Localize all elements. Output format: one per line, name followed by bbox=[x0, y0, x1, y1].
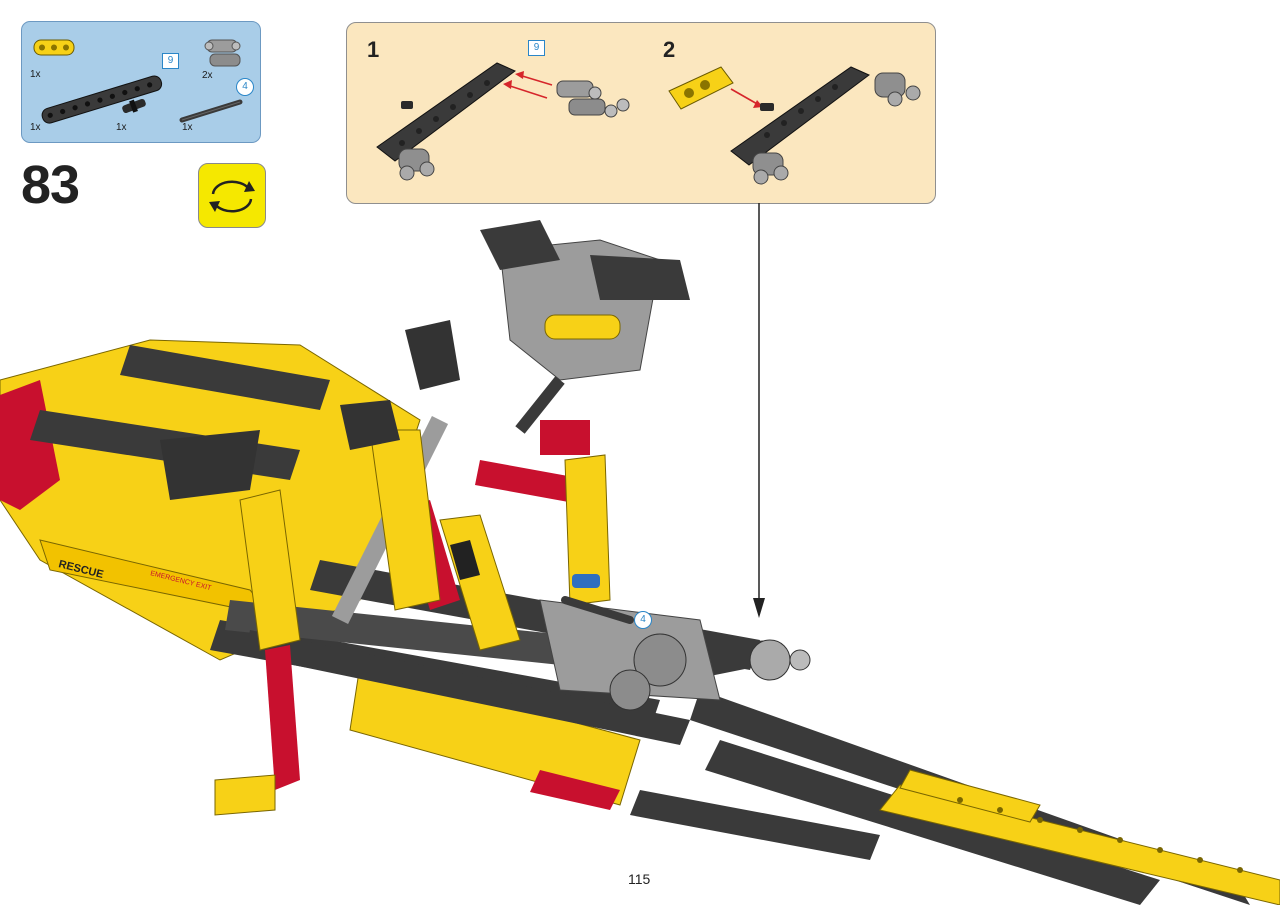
substep-callout-panel: 1 2 9 bbox=[346, 22, 936, 204]
part-qty-pin: 1x bbox=[116, 122, 127, 133]
boom-beams bbox=[690, 690, 1280, 905]
black-axle-part bbox=[179, 99, 243, 123]
substep-2-number: 2 bbox=[663, 37, 676, 62]
page-number: 115 bbox=[628, 871, 651, 887]
step-number: 83 bbox=[21, 155, 80, 215]
main-axle-length-callout: 4 bbox=[634, 611, 652, 629]
part-qty-black-beam: 1x bbox=[30, 122, 41, 133]
cockpit-dark-part bbox=[160, 320, 460, 500]
substep-1-assembly bbox=[376, 62, 630, 181]
callout-pointer-arrow bbox=[753, 203, 765, 618]
parts-illustrations bbox=[33, 39, 243, 124]
grey-connector-part bbox=[204, 39, 241, 67]
black-beam-part bbox=[41, 75, 163, 124]
rotate-arrows-icon bbox=[209, 180, 255, 213]
colored-liftarms bbox=[214, 420, 611, 816]
part-qty-yellow-beam: 1x bbox=[30, 69, 41, 80]
substep-illustrations bbox=[376, 62, 921, 185]
yellow-beam-part bbox=[33, 39, 75, 56]
part-length-label-beam: 9 bbox=[162, 53, 179, 69]
substep-1-number: 1 bbox=[367, 37, 380, 62]
part-qty-axle: 1x bbox=[182, 122, 193, 133]
new-axle-part bbox=[561, 574, 634, 624]
part-length-label-axle: 4 bbox=[236, 78, 254, 96]
rotate-model-icon bbox=[198, 163, 266, 228]
substep-2-assembly bbox=[668, 66, 921, 185]
part-qty-connector: 2x bbox=[202, 70, 213, 81]
parts-list-panel: 1x 9 2x 4 1x 1x 1x bbox=[21, 21, 261, 143]
substep-1-length-label: 9 bbox=[528, 40, 545, 56]
black-pin-part bbox=[122, 98, 146, 114]
